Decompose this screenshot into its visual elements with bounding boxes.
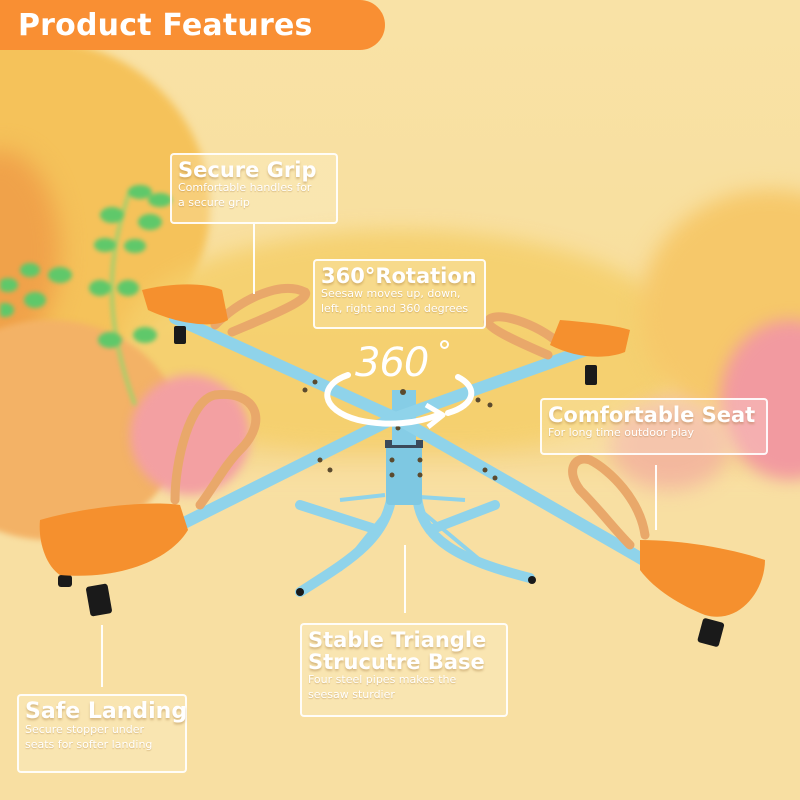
rotate-arrow-icon	[324, 372, 475, 429]
leader-line-stable-base	[404, 545, 406, 613]
callout-description: Seesaw moves up, down,	[321, 287, 461, 301]
callout-description: a secure grip	[178, 195, 250, 209]
callout-description: For long time outdoor play	[548, 426, 695, 440]
callout-comfortable-seat: Comfortable Seat For long time outdoor p…	[540, 398, 768, 455]
callout-title: Secure Grip	[178, 158, 317, 182]
callout-stable-base: Stable Triangle Strucutre Base Four stee…	[300, 623, 508, 717]
base-braces	[338, 493, 482, 572]
rotation-badge-text: 360	[355, 340, 429, 386]
leader-line-safe-landing	[101, 625, 103, 687]
callout-title: Comfortable Seat	[548, 403, 756, 427]
seesaw-beams	[144, 312, 681, 584]
banner-title: Product Features	[18, 7, 313, 43]
leader-line-comfortable-seat	[655, 465, 657, 530]
leg-cap	[528, 576, 536, 584]
callout-title: Strucutre Base	[308, 650, 485, 675]
callout-description: seats for softer landing	[25, 737, 153, 751]
handles	[170, 283, 650, 550]
callout-description: Secure stopper under	[25, 723, 145, 737]
degree-symbol-icon	[440, 340, 449, 349]
callout-safe-landing: Safe Landing Secure stopper under seats …	[17, 694, 187, 773]
rubber-stoppers	[58, 326, 725, 647]
callout-title: Stable Triangle	[308, 628, 487, 652]
leafy-plant-icon	[0, 185, 172, 406]
leg-cap	[296, 588, 304, 596]
center-post	[386, 445, 422, 505]
leader-line-secure-grip	[253, 224, 255, 294]
pink-ball-right-small	[610, 400, 730, 490]
callout-description: seesaw sturdier	[308, 687, 395, 701]
callout-360-rotation: 360°Rotation Seesaw moves up, down, left…	[313, 259, 486, 329]
callout-secure-grip: Secure Grip Comfortable handles for a se…	[170, 153, 338, 224]
callout-title: 360°Rotation	[321, 264, 477, 288]
callout-description: left, right and 360 degrees	[321, 301, 469, 315]
base-legs	[295, 490, 535, 597]
callout-title: Safe Landing	[25, 699, 188, 724]
callout-description: Four steel pipes makes the	[308, 673, 457, 687]
seats	[39, 284, 765, 617]
product-features-banner: Product Features	[0, 0, 385, 50]
callout-description: Comfortable handles for	[178, 181, 312, 195]
